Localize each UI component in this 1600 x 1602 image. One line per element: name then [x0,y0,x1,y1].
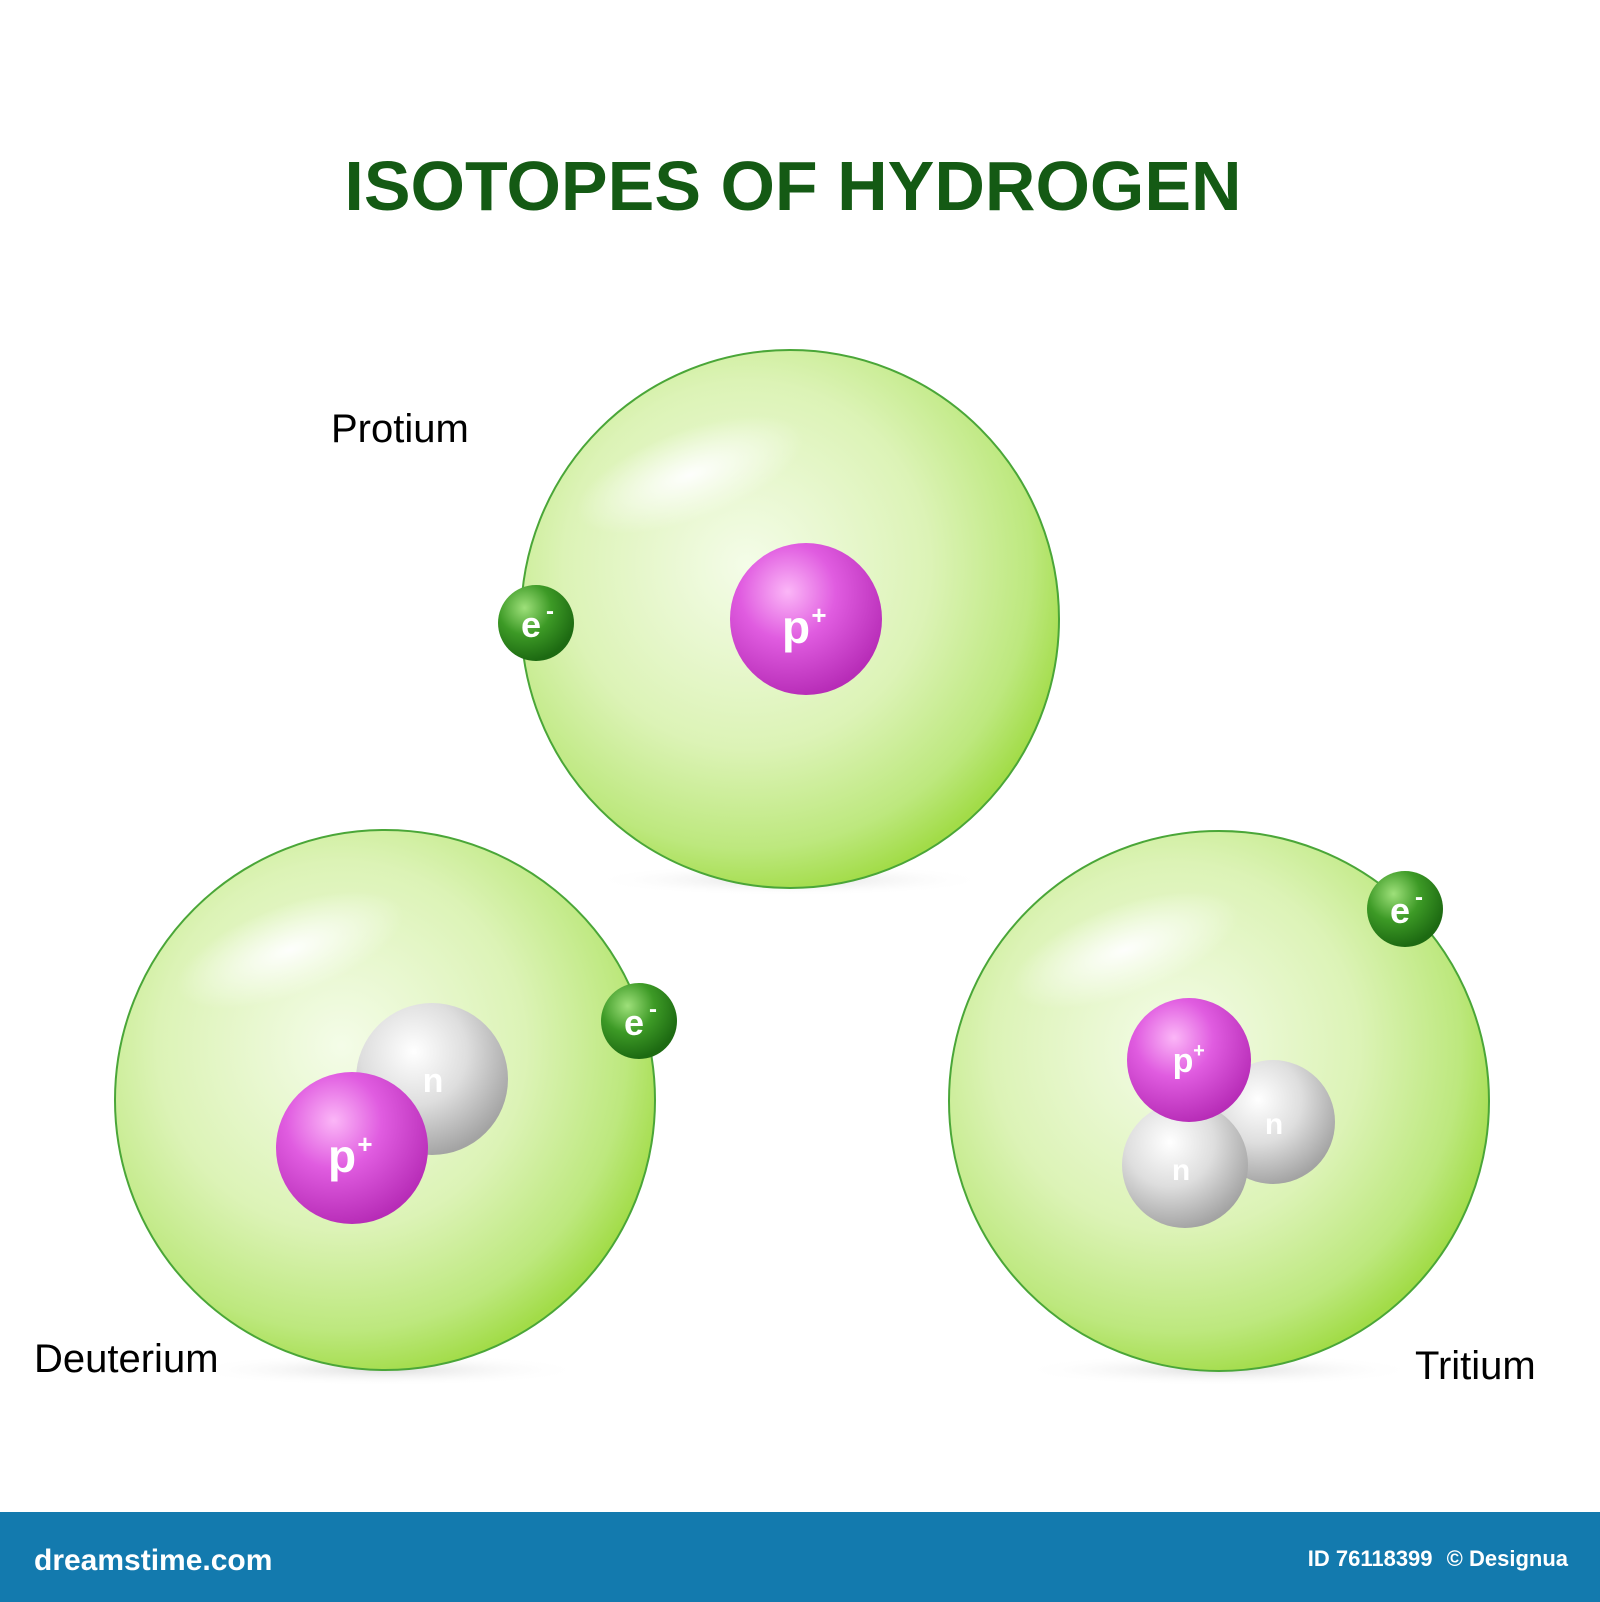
tritium-neutron-2-symbol: n [1172,1154,1190,1187]
tritium-cloud-highlight [1011,891,1239,1009]
tritium-atom: n n p + e - [948,830,1490,1386]
tritium-proton: p + [1127,998,1251,1122]
deuterium-proton-charge: + [357,1129,372,1159]
tritium-proton-symbol: p [1173,1042,1194,1080]
deuterium-proton-symbol: p [328,1130,356,1182]
protium-atom: p + e - [498,349,1060,896]
tritium-proton-charge: + [1193,1040,1205,1062]
deuterium-proton: p + [276,1072,428,1224]
protium-proton-charge: + [811,600,826,630]
protium-proton-symbol: p [782,601,810,653]
deuterium-label: Deuterium [34,1337,219,1381]
deuterium-atom: n p + e - [114,829,677,1386]
deuterium-neutron-symbol: n [423,1062,444,1100]
deuterium-cloud-highlight [176,891,404,1009]
footer-credit: ID 76118399 © Designua [1308,1546,1569,1571]
footer-bar [0,1512,1600,1602]
tritium-neutron-2: n [1122,1102,1248,1228]
deuterium-electron: e - [601,983,677,1059]
diagram-title: ISOTOPES OF HYDROGEN [344,147,1241,225]
tritium-electron: e - [1367,871,1443,947]
tritium-label: Tritium [1415,1344,1536,1388]
protium-electron-charge: - [546,598,554,625]
footer-image-id: ID 76118399 [1308,1546,1433,1571]
tritium-electron-symbol: e [1390,890,1410,931]
protium-cloud-highlight [576,416,804,534]
deuterium-electron-symbol: e [624,1002,644,1043]
protium-label: Protium [331,407,469,451]
footer-site[interactable]: dreamstime.com [34,1544,272,1577]
deuterium-electron-charge: - [649,996,657,1023]
protium-electron: e - [498,585,574,661]
footer-author: © Designua [1447,1546,1569,1571]
tritium-neutron-1-symbol: n [1265,1108,1283,1141]
protium-proton: p + [730,543,882,695]
tritium-electron-charge: - [1415,884,1423,911]
protium-electron-symbol: e [521,604,541,645]
